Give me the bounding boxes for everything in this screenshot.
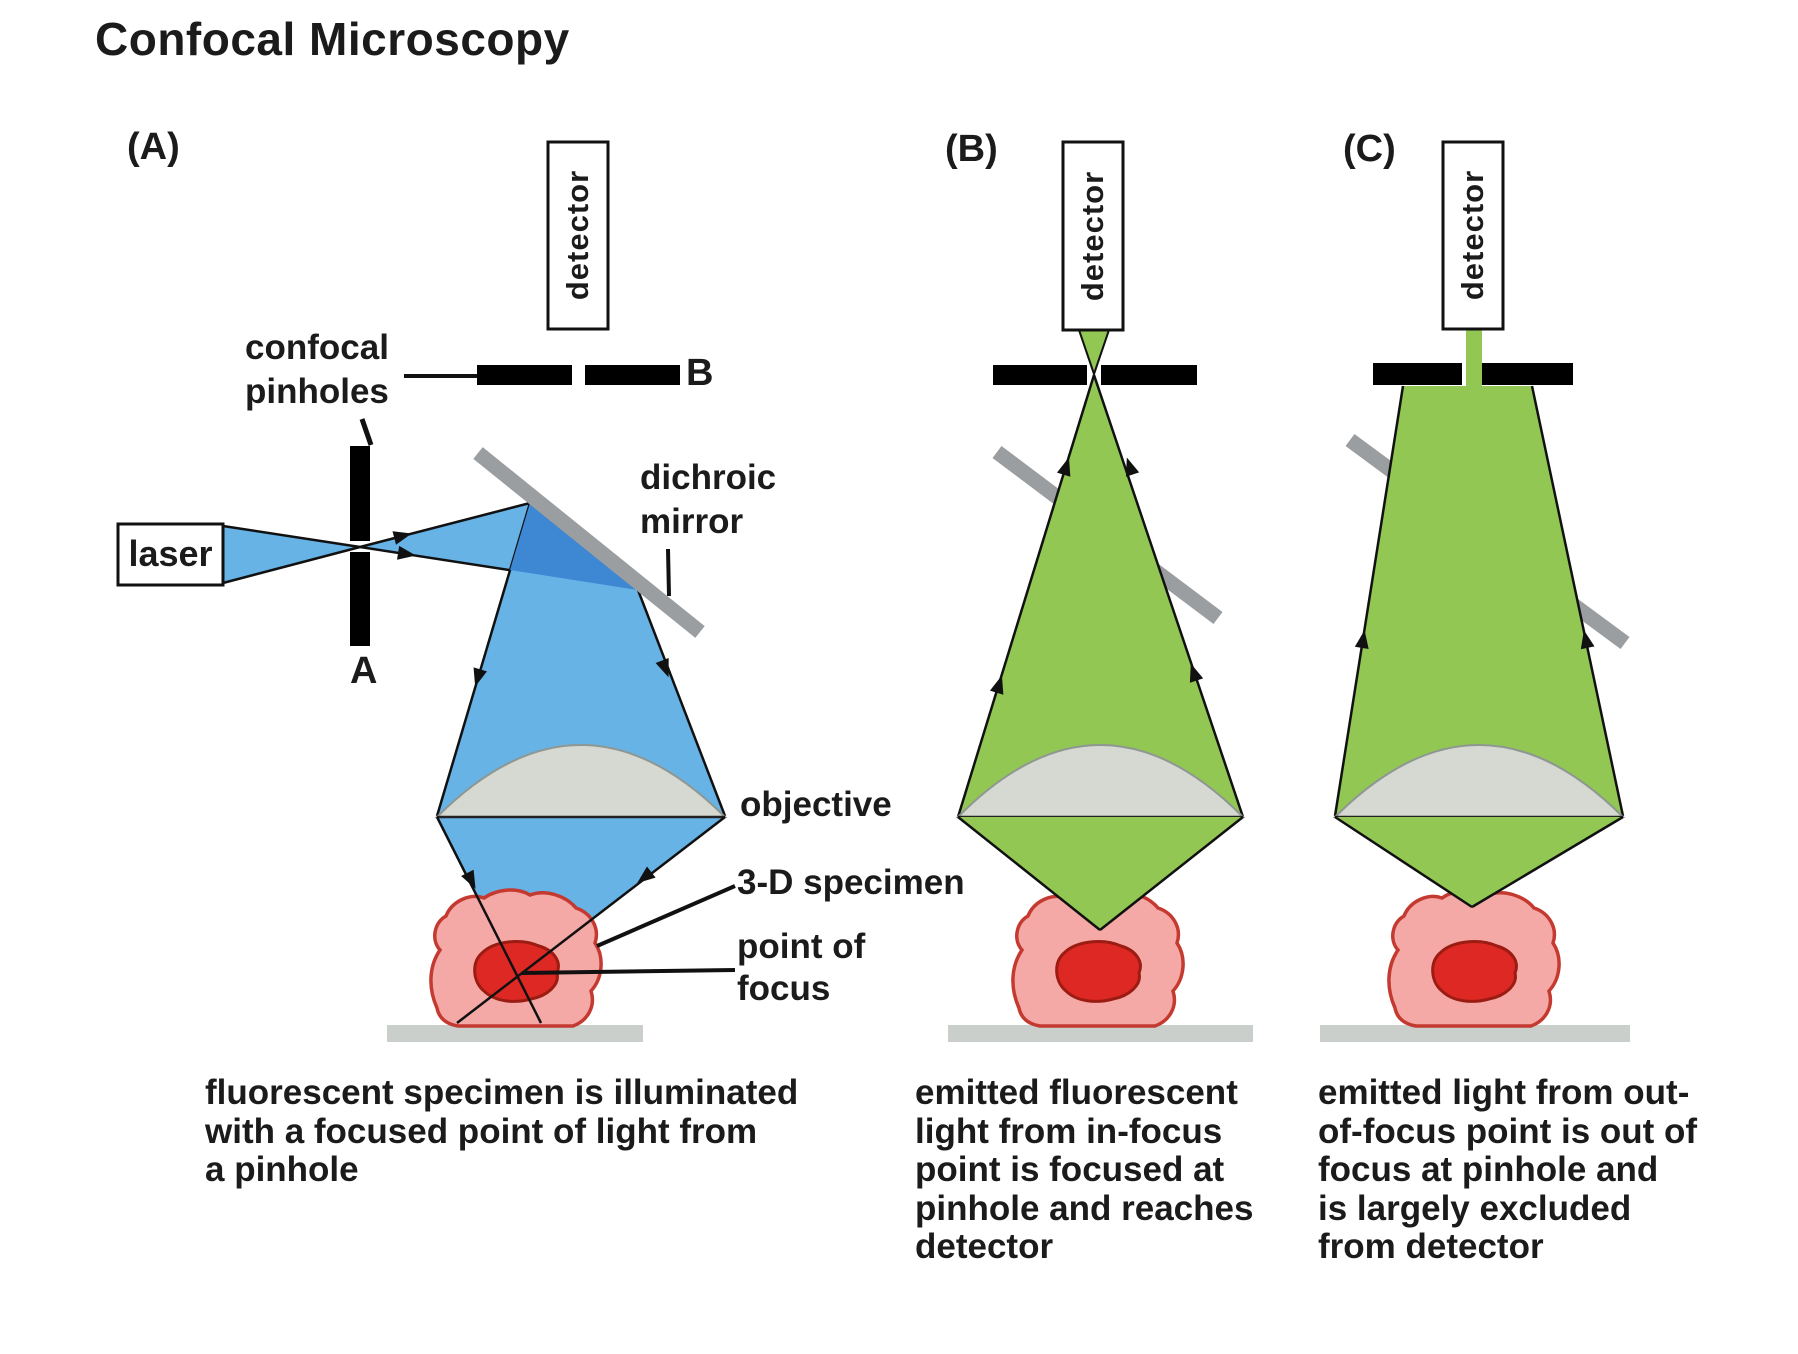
pinhole-a-upper-bar (350, 446, 370, 541)
cone-edge-right (1099, 816, 1244, 931)
caption-panel-c: emitted light from out- of-focus point i… (1318, 1073, 1698, 1267)
caption-c-line: focus at pinhole and (1318, 1150, 1659, 1189)
detector-box-c (1441, 140, 1505, 331)
laser-label: laser (128, 533, 213, 574)
caption-b-line: emitted fluorescent (915, 1073, 1238, 1112)
pinhole-right-bar (1101, 365, 1197, 385)
caption-b-line: pinhole and reaches (915, 1188, 1254, 1228)
specimen-pointer-line (596, 884, 736, 948)
caption-b-line: detector (915, 1227, 1054, 1266)
detector-label-a: detector (560, 169, 595, 301)
emission-beam (958, 375, 1243, 817)
caption-c-line: of-focus point is out of (1318, 1111, 1698, 1151)
dichroic-mirror (473, 447, 705, 638)
caption-b-line: light from in-focus (915, 1111, 1223, 1151)
detector-label-c: detector (1455, 169, 1490, 301)
pinhole-b-right-bar (585, 365, 680, 385)
nucleus (1431, 940, 1518, 1003)
beam-edge-right (636, 589, 727, 817)
panel-a-tag: (A) (127, 126, 180, 168)
cone-edge-right (1471, 815, 1624, 909)
caption-b-line: point is focused at (915, 1150, 1225, 1189)
ray-upper (359, 501, 531, 549)
caption-a-line: a pinhole (205, 1150, 359, 1189)
detector-box-b (1061, 140, 1125, 332)
confocal-pinholes-line2: pinholes (245, 372, 389, 411)
laser-box (116, 522, 225, 587)
caption-c-line: emitted light from out- (1318, 1073, 1690, 1112)
objective-lens (434, 744, 728, 818)
confocal-pinholes-label: confocal pinholes (245, 326, 389, 414)
objective-lens (1332, 744, 1626, 818)
detector-box-a (546, 140, 610, 331)
stage (387, 1025, 643, 1042)
caption-panel-a: fluorescent specimen is illuminated with… (205, 1073, 799, 1190)
pinholes-pointer-line (359, 418, 374, 446)
beam-edge-left (1333, 385, 1405, 817)
pinhole-a-label: A (350, 650, 378, 692)
panel-c-optics (1320, 140, 1630, 1042)
pinhole-left-bar (1373, 363, 1462, 385)
beam-edge-right (1092, 374, 1245, 818)
stage (948, 1025, 1253, 1042)
caption-a-line: fluorescent specimen is illuminated (205, 1073, 799, 1112)
objective-lens (955, 744, 1246, 818)
confocal-pinholes-line1: confocal (245, 328, 389, 367)
caption-panel-b: emitted fluorescent light from in-focus … (915, 1073, 1254, 1267)
caption-c-line: from detector (1318, 1227, 1544, 1266)
figure-title: Confocal Microscopy (95, 13, 570, 65)
cone-edge-left (1334, 815, 1473, 909)
panel-b-tag: (B) (945, 128, 998, 170)
detector-label-b: detector (1075, 170, 1110, 302)
focused-cone (958, 817, 1243, 930)
panel-a-optics (116, 140, 736, 1042)
beam-overlap-dark (510, 503, 638, 590)
focus-line2: focus (737, 969, 831, 1008)
pinhole-right-bar (1482, 363, 1573, 385)
caption-a-line: with a focused point of light from (205, 1111, 758, 1151)
emission-beam-blocked (1335, 386, 1623, 816)
pinhole-left-bar (993, 365, 1087, 385)
panel-c-tag: (C) (1343, 128, 1396, 170)
objective-label: objective (740, 785, 892, 824)
pinhole-a-lower-bar (350, 552, 370, 646)
panel-b-optics (948, 140, 1253, 1042)
stage (1320, 1025, 1630, 1042)
beam-edge-right (1530, 385, 1625, 817)
dichroic-line1: dichroic (640, 458, 777, 497)
laser-beam-converging (221, 524, 362, 585)
beam-edge-left (956, 374, 1096, 818)
focus-ray-2 (456, 816, 726, 1024)
focus-ray-1 (435, 816, 543, 1024)
pinhole-b-left-bar (477, 365, 572, 385)
cone-edge-left (957, 816, 1101, 931)
nucleus (1055, 940, 1142, 1003)
beam-through-pinhole (1466, 328, 1482, 388)
caption-c-line: is largely excluded (1318, 1188, 1632, 1228)
focused-cone (1335, 817, 1623, 907)
specimen-label: 3-D specimen (737, 863, 965, 902)
dichroic-pointer-line (666, 548, 671, 597)
point-of-focus-label: point of focus (737, 926, 865, 1010)
reflected-beam (437, 503, 725, 816)
pinhole-b-label: B (686, 352, 714, 394)
focus-line1: point of (737, 927, 866, 966)
dichroic-mirror-label: dichroic mirror (640, 456, 776, 544)
focus-pointer-line (521, 968, 736, 975)
dichroic-line2: mirror (640, 502, 744, 541)
